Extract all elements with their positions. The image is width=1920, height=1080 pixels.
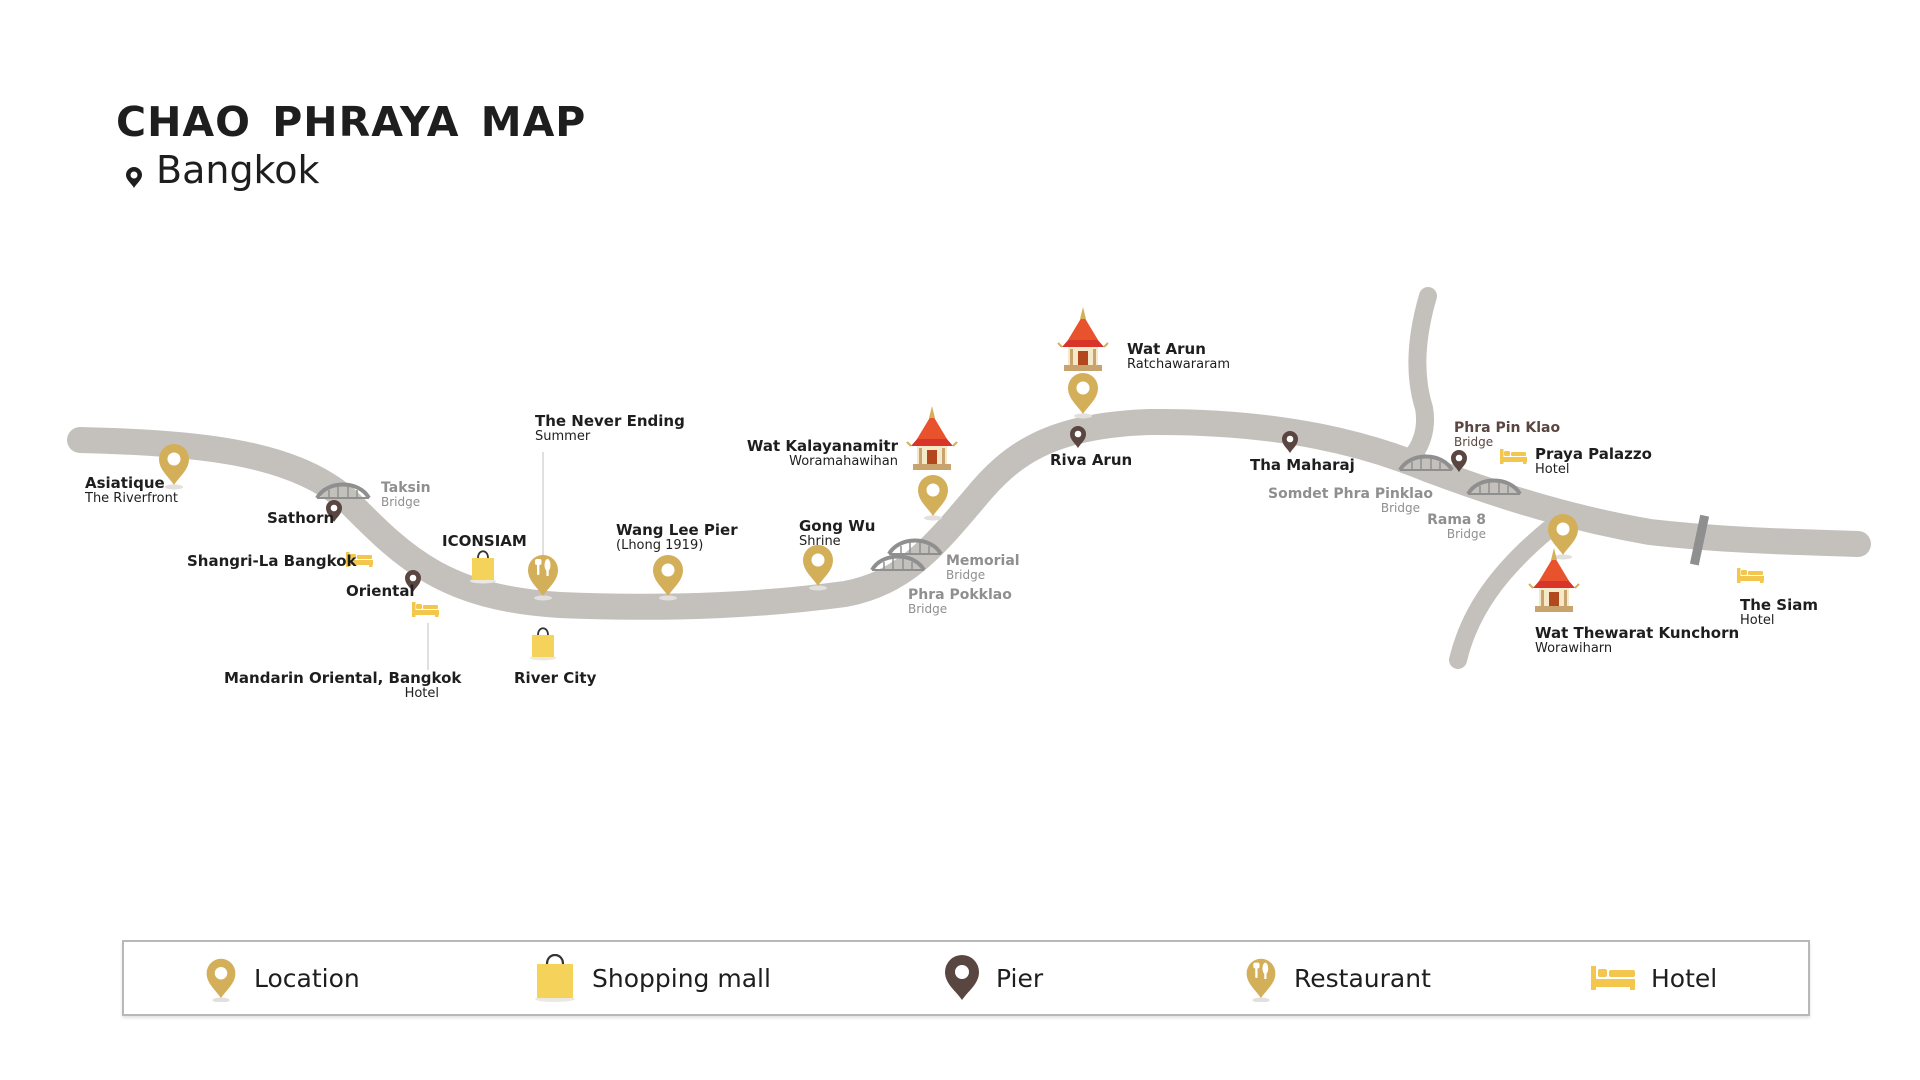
label-sub: The Riverfront bbox=[85, 490, 178, 506]
label-name: Asiatique bbox=[85, 474, 165, 492]
location-pin-icon bbox=[126, 167, 142, 188]
label-river-city: River City bbox=[514, 670, 596, 687]
river-city-shopping-icon[interactable] bbox=[529, 627, 557, 662]
location-icon bbox=[206, 958, 236, 1002]
label-praya-palazzo: Praya Palazzo Hotel bbox=[1535, 446, 1652, 477]
label-sub: Bridge bbox=[1380, 501, 1420, 516]
label-name: Phra Pin Klao bbox=[1454, 420, 1561, 436]
label-name: The Siam bbox=[1740, 596, 1819, 614]
hotel-icon bbox=[1591, 966, 1635, 990]
label-name: Phra Pokklao bbox=[908, 587, 1012, 603]
tha-maharaj-pier-icon[interactable] bbox=[1282, 431, 1298, 453]
legend-label: Hotel bbox=[1651, 963, 1718, 993]
label-sub: Bridge bbox=[1454, 435, 1494, 450]
label-sub: Ratchawararam bbox=[1127, 356, 1231, 372]
label-name: River City bbox=[514, 669, 597, 687]
restaurant-icon bbox=[1246, 958, 1276, 1002]
label-sub: Bridge bbox=[908, 602, 948, 617]
label-sub: Hotel bbox=[1535, 461, 1570, 477]
label-phra-pokklao: Phra Pokklao Bridge bbox=[908, 587, 1012, 617]
label-oriental: Oriental bbox=[346, 583, 415, 600]
label-wat-arun: Wat Arun Ratchawararam bbox=[1127, 341, 1230, 372]
label-name: Rama 8 bbox=[1427, 512, 1486, 528]
label-wang-lee: Wang Lee Pier (Lhong 1919) bbox=[616, 522, 738, 553]
label-name: Riva Arun bbox=[1050, 451, 1133, 469]
legend-item-restaurant: Restaurant bbox=[1242, 942, 1431, 1014]
praya-palazzo-hotel-icon[interactable] bbox=[1500, 449, 1527, 464]
label-tha-maharaj: Tha Maharaj bbox=[1250, 457, 1355, 474]
label-sub: (Lhong 1919) bbox=[616, 537, 704, 553]
label-riva-arun: Riva Arun bbox=[1050, 452, 1132, 469]
river bbox=[67, 287, 1871, 669]
wat-kalayanamitr-location-icon[interactable] bbox=[918, 475, 948, 521]
label-sub: Bridge bbox=[946, 568, 986, 583]
label-phra-pin-klao: Phra Pin Klao Bridge bbox=[1454, 420, 1561, 450]
label-name: Wang Lee Pier bbox=[616, 521, 738, 539]
label-sub: Summer bbox=[535, 428, 591, 444]
shopping-bag-icon bbox=[535, 954, 575, 1002]
the-siam-hotel-icon[interactable] bbox=[1737, 568, 1764, 583]
label-name: Mandarin Oriental, Bangkok bbox=[224, 669, 462, 687]
page-title: CHAO PHRAYA MAP bbox=[116, 98, 587, 146]
label-sub: Shrine bbox=[799, 533, 841, 549]
label-name: Taksin bbox=[381, 480, 431, 496]
legend-label: Shopping mall bbox=[592, 963, 771, 993]
label-sub: Hotel bbox=[1740, 612, 1775, 628]
label-name: Shangri-La Bangkok bbox=[187, 552, 357, 570]
label-name: ICONSIAM bbox=[442, 532, 527, 550]
label-name: Memorial bbox=[946, 553, 1020, 569]
label-memorial: Memorial Bridge bbox=[946, 553, 1020, 583]
label-sub: Worawiharn bbox=[1535, 640, 1613, 656]
label-somdet: Somdet Phra Pinklao Bridge bbox=[1268, 486, 1434, 516]
wat-kalayanamitr-temple-icon bbox=[906, 405, 958, 471]
legend-item-shopping-mall: Shopping mall bbox=[532, 942, 771, 1014]
label-shangrila: Shangri-La Bangkok bbox=[187, 553, 357, 570]
label-sub: Bridge bbox=[381, 495, 421, 510]
legend-label: Location bbox=[254, 963, 360, 993]
label-gong-wu: Gong Wu Shrine bbox=[799, 518, 875, 549]
label-sub: Woramahawihan bbox=[789, 453, 898, 469]
label-the-siam: The Siam Hotel bbox=[1740, 597, 1818, 628]
wat-arun-temple-icon bbox=[1057, 306, 1109, 372]
label-wat-kalayanamitr: Wat Kalayanamitr Woramahawihan bbox=[720, 438, 898, 469]
label-name: Wat Arun bbox=[1127, 340, 1206, 358]
legend-item-pier: Pier bbox=[942, 942, 1043, 1014]
label-wat-thewarat: Wat Thewarat Kunchorn Worawiharn bbox=[1535, 625, 1739, 656]
label-name: Somdet Phra Pinklao bbox=[1268, 486, 1434, 502]
label-taksin: Taksin Bridge bbox=[381, 480, 431, 510]
legend-item-location: Location bbox=[202, 942, 360, 1014]
legend: Location Shopping mall Pier Restaurant H… bbox=[122, 940, 1810, 1016]
label-name: Wat Thewarat Kunchorn bbox=[1535, 624, 1740, 642]
wat-arun-location-icon[interactable] bbox=[1068, 373, 1098, 419]
label-asiatique: Asiatique The Riverfront bbox=[85, 475, 178, 506]
label-name: Praya Palazzo bbox=[1535, 445, 1652, 463]
pier-icon bbox=[945, 955, 979, 1000]
label-name: The Never Ending bbox=[535, 412, 685, 430]
label-iconsiam: ICONSIAM bbox=[442, 533, 527, 550]
label-sathorn: Sathorn bbox=[267, 510, 334, 527]
label-never-ending: The Never Ending Summer bbox=[535, 413, 685, 444]
page-subtitle: Bangkok bbox=[156, 148, 320, 192]
label-sub: Bridge bbox=[1446, 527, 1486, 542]
mandarin-hotel-icon[interactable] bbox=[412, 602, 439, 617]
label-name: Tha Maharaj bbox=[1250, 456, 1355, 474]
label-name: Gong Wu bbox=[799, 517, 876, 535]
wat-thewarat-location-icon[interactable] bbox=[1548, 514, 1578, 560]
label-name: Oriental bbox=[346, 582, 415, 600]
label-rama8: Rama 8 Bridge bbox=[1420, 512, 1486, 542]
legend-label: Pier bbox=[996, 963, 1044, 993]
legend-label: Restaurant bbox=[1294, 963, 1431, 993]
label-mandarin: Mandarin Oriental, Bangkok Hotel bbox=[224, 669, 462, 701]
label-name: Wat Kalayanamitr bbox=[746, 437, 898, 455]
label-sub: Hotel bbox=[404, 685, 439, 701]
iconsiam-shopping-icon[interactable] bbox=[469, 550, 497, 585]
legend-item-hotel: Hotel bbox=[1589, 942, 1717, 1014]
label-name: Sathorn bbox=[267, 509, 335, 527]
